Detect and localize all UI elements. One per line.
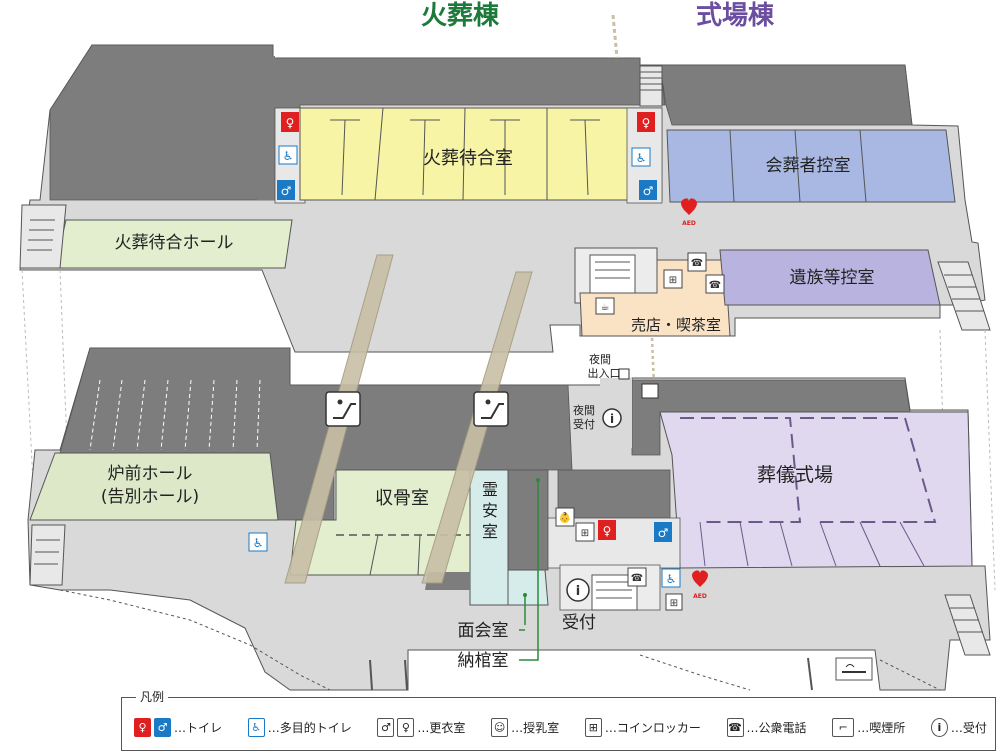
svg-text:♂: ♂: [643, 184, 654, 198]
legend-title: 凡例: [136, 688, 169, 706]
mourners-waiting-room-label: 会葬者控室: [766, 156, 851, 176]
legend: 凡例 ♀ ♂ …トイレ ♿ …多目的トイレ ♂ ♀ …更衣室 ☺ …授乳室 ⊞ …: [121, 688, 996, 751]
svg-text:♂: ♂: [658, 526, 669, 540]
legend-changing-room-label: …更衣室: [417, 720, 466, 735]
svg-text:♀: ♀: [603, 524, 612, 538]
reception-label: 受付: [562, 613, 596, 633]
nursing-room-icon: ☺: [491, 717, 509, 737]
upper-floor: [19, 14, 991, 353]
smoking-area-icon: ⌐: [832, 717, 855, 737]
funeral-hall-label: 葬儀式場: [757, 464, 833, 486]
svg-text:☎: ☎: [631, 573, 643, 584]
svg-text:♿: ♿: [253, 536, 264, 550]
night-entrance-label-2: 出入口: [588, 366, 621, 380]
legend-item-public-phone: ☎ …公衆電話: [726, 717, 807, 737]
building-ceremony-title: 式場棟: [696, 1, 775, 31]
facility-icons: [555, 252, 725, 611]
changing-room-female-icon: ♀: [397, 717, 415, 737]
public-phone-icon: ☎: [726, 717, 744, 737]
furnace-hall-area: [29, 452, 279, 521]
svg-text:AED: AED: [682, 220, 696, 227]
svg-text:i: i: [610, 412, 614, 426]
funeral-hall-area: [659, 411, 973, 569]
legend-item-smoking-area: ⌐ …喫煙所: [832, 717, 906, 737]
svg-text:♀: ♀: [642, 116, 651, 130]
toilet-male-icon: ♂: [154, 717, 171, 737]
mourners-waiting-room-area: [666, 129, 956, 203]
svg-text:☕: ☕: [601, 302, 610, 313]
legend-reception-label: …受付: [950, 720, 987, 735]
toilet-icon: ♀ ♀ ♂ ♂ ♀ ♂: [277, 112, 672, 542]
legend-item-changing-room: ♂ ♀ …更衣室: [377, 717, 466, 737]
bone-room-label: 収骨室: [375, 488, 429, 509]
svg-text:👶: 👶: [559, 511, 571, 524]
legend-coin-locker-label: …コインロッカー: [604, 720, 701, 735]
furnace-hall-label: 炉前ホール: [108, 464, 193, 484]
smoking-area-icon: [835, 657, 873, 681]
building-cremation-title: 火葬棟: [421, 1, 500, 31]
legend-item-nursing-room: ☺ …授乳室: [491, 717, 560, 737]
changing-room-icon: ♂: [377, 717, 395, 737]
family-waiting-room-label: 遺族等控室: [790, 268, 875, 288]
legend-smoking-area-label: …喫煙所: [857, 720, 906, 735]
reception-icon: i i: [566, 408, 622, 602]
svg-text:i: i: [576, 584, 580, 599]
night-entrance-label-1: 夜間: [589, 352, 611, 366]
escalator-up-icon: [325, 391, 361, 427]
legend-item-multipurpose-toilet: ♿ …多目的トイレ: [247, 717, 352, 737]
night-reception-label-1: 夜間: [573, 403, 595, 417]
reception-icon: i: [930, 717, 948, 737]
svg-text:AED: AED: [693, 593, 707, 600]
legend-public-phone-label: …公衆電話: [746, 720, 807, 735]
coin-locker-icon: ⊞: [584, 717, 602, 737]
toilet-female-icon: ♀: [134, 717, 151, 737]
multipurpose-toilet-icon: ♿: [247, 717, 265, 737]
mortuary-label-3: 室: [482, 522, 498, 541]
svg-text:☎: ☎: [691, 258, 703, 269]
svg-text:♿: ♿: [636, 151, 647, 165]
svg-text:☎: ☎: [709, 280, 721, 291]
night-reception-label-2: 受付: [573, 418, 595, 431]
escalator-down-icon: [473, 391, 509, 427]
legend-nursing-room-label: …授乳室: [511, 720, 560, 735]
svg-text:♀: ♀: [286, 116, 295, 130]
mortuary-label-1: 霊: [482, 480, 498, 499]
legend-item-coin-locker: ⊞ …コインロッカー: [584, 717, 701, 737]
shop-cafe-label: 売店・喫茶室: [631, 316, 721, 334]
legend-item-toilet: ♀ ♂ …トイレ: [134, 717, 223, 737]
aed-icon: AED AED: [681, 198, 708, 600]
svg-text:♂: ♂: [281, 184, 292, 198]
legend-toilet-label: …トイレ: [174, 720, 223, 735]
cremation-waiting-hall-label: 火葬待合ホール: [115, 233, 234, 253]
svg-text:⊞: ⊞: [670, 598, 678, 609]
meeting-room-label: 面会室: [458, 621, 509, 641]
legend-multipurpose-toilet-label: …多目的トイレ: [267, 720, 352, 735]
lower-floor: [27, 347, 991, 691]
cremation-waiting-room-label: 火葬待合室: [423, 148, 513, 169]
legend-row: ♀ ♂ …トイレ ♿ …多目的トイレ ♂ ♀ …更衣室 ☺ …授乳室 ⊞ …コイ…: [134, 715, 987, 739]
multipurpose-toilet-icon: ♿ ♿ ♿ ♿: [248, 145, 681, 588]
legend-item-reception: i …受付: [930, 717, 987, 737]
svg-text:⊞: ⊞: [669, 275, 677, 286]
svg-text:♿: ♿: [666, 572, 677, 586]
coffin-room-label: 納棺室: [458, 651, 509, 671]
mortuary-label-2: 安: [482, 501, 498, 520]
svg-text:⊞: ⊞: [581, 528, 589, 539]
farewell-hall-label: (告別ホール): [101, 487, 199, 507]
svg-text:♿: ♿: [283, 149, 294, 163]
